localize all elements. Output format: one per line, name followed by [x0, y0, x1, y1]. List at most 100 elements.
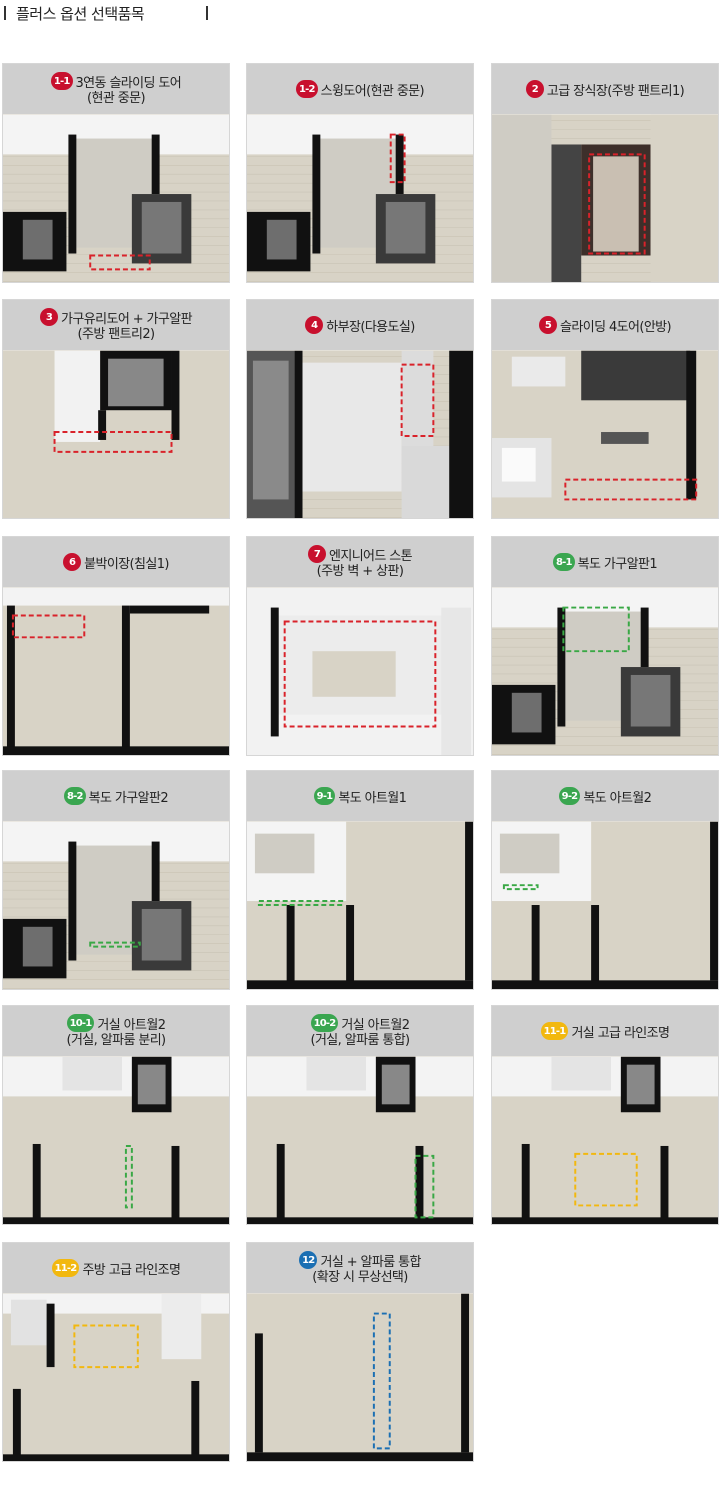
option-name: 거실 고급 라인조명	[571, 1025, 670, 1041]
option-number-badge: 4	[305, 316, 324, 334]
floor-plan-image	[247, 1293, 473, 1461]
option-name: 엔지니어드 스톤	[328, 548, 413, 564]
option-name: 복도 아트월1	[338, 790, 407, 806]
option-number-badge: 11-2	[51, 1259, 80, 1277]
option-number-badge: 11-1	[540, 1022, 569, 1040]
option-number-badge: 8-2	[63, 787, 86, 805]
option-number-badge: 9-1	[313, 787, 336, 805]
option-name: 하부장(다용도실)	[326, 319, 415, 335]
option-subtitle: (현관 중문)	[87, 90, 146, 106]
floor-plan-image	[3, 350, 229, 518]
option-name: 거실 아트월2	[97, 1017, 166, 1033]
highlight-dashed-box	[588, 153, 646, 255]
option-number-badge: 7	[307, 545, 326, 563]
highlight-dashed-box	[53, 431, 173, 453]
highlight-dashed-box	[89, 941, 141, 948]
option-name: 거실 + 알파룸 통합	[320, 1254, 421, 1270]
floor-plan-image	[247, 1056, 473, 1224]
option-name: 복도 가구알판1	[577, 556, 658, 572]
option-number-badge: 3	[40, 308, 59, 326]
floor-plan-image	[247, 350, 473, 518]
floor-plan-image	[492, 587, 718, 755]
option-number-badge: 6	[63, 553, 82, 571]
highlight-dashed-box	[414, 1154, 435, 1219]
option-number-badge: 8-1	[552, 553, 575, 571]
highlight-dashed-box	[562, 606, 630, 653]
header-bar-right	[206, 6, 208, 20]
highlight-dashed-box	[124, 1144, 133, 1209]
floor-plan-image	[3, 821, 229, 989]
option-name: 주방 고급 라인조명	[82, 1262, 181, 1278]
option-subtitle: (확장 시 무상선택)	[312, 1269, 408, 1285]
option-subtitle: (주방 벽 + 상판)	[316, 563, 404, 579]
option-number-badge: 1-2	[295, 80, 318, 98]
option-number-badge: 10-2	[310, 1014, 339, 1032]
option-name: 고급 장식장(주방 팬트리1)	[546, 83, 685, 99]
floor-plan-image	[492, 114, 718, 282]
option-subtitle: (거실, 알파룸 분리)	[66, 1032, 166, 1048]
highlight-dashed-box	[89, 254, 151, 271]
option-number-badge: 1-1	[50, 72, 73, 90]
section-header: 플러스 옵션 선택품목	[0, 0, 720, 30]
option-name: 슬라이딩 4도어(안방)	[559, 319, 672, 335]
option-name: 거실 아트월2	[341, 1017, 410, 1033]
option-name: 복도 아트월2	[583, 790, 652, 806]
header-bar-left	[4, 6, 6, 20]
floor-plan-image	[492, 1056, 718, 1224]
option-name: 3연동 슬라이딩 도어	[75, 75, 182, 91]
highlight-dashed-box	[11, 614, 86, 639]
floor-plan-image	[492, 821, 718, 989]
option-number-badge: 5	[538, 316, 557, 334]
floor-plan-image	[3, 114, 229, 282]
option-name: 붙박이장(침실1)	[84, 556, 169, 572]
floor-plan-image	[3, 1293, 229, 1461]
option-subtitle: (거실, 알파룸 통합)	[310, 1032, 410, 1048]
floor-plan-image	[247, 587, 473, 755]
floor-plan-image	[3, 587, 229, 755]
floor-plan-image	[3, 1056, 229, 1224]
highlight-dashed-box	[564, 478, 698, 501]
